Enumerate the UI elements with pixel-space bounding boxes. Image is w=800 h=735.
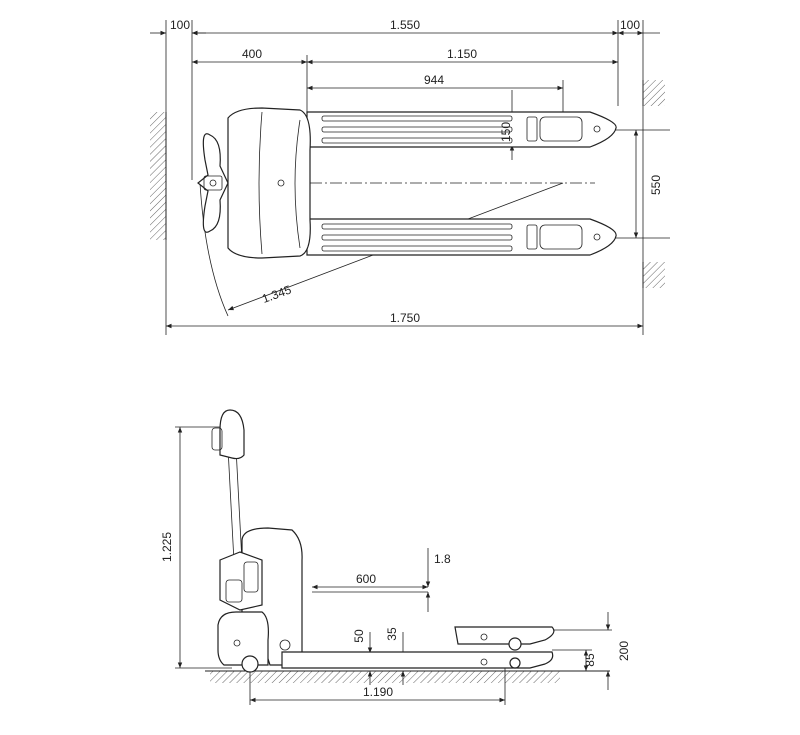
wall-hatch-top-right <box>643 80 665 106</box>
load-roller-raised <box>508 637 522 651</box>
tiller-head <box>219 409 245 460</box>
dim-handle-height: 1.225 <box>160 532 174 562</box>
dim-fork-inner-length: 944 <box>424 73 444 87</box>
dim-lift-stroke: 1.8 <box>434 552 451 566</box>
dim-right-margin: 100 <box>620 18 640 32</box>
fork-lowered <box>281 651 554 669</box>
wall-hatch-left <box>150 112 166 240</box>
ground-hatch <box>210 671 560 683</box>
side-view <box>175 409 612 705</box>
dim-lift-height: 200 <box>617 641 631 661</box>
fork-raised <box>454 626 555 645</box>
dim-wheelbase: 1.190 <box>363 685 393 699</box>
dim-overall-length-top: 1.550 <box>390 18 420 32</box>
drive-unit-side <box>217 611 269 666</box>
wall-hatch-bottom-right <box>643 262 665 288</box>
dim-lowered-height-a: 50 <box>352 629 366 643</box>
dim-fork-outer-width: 550 <box>649 175 663 195</box>
top-view <box>150 20 670 335</box>
dim-fork-length: 1.150 <box>447 47 477 61</box>
dim-left-margin: 100 <box>170 18 190 32</box>
drive-wheel <box>241 655 259 673</box>
dim-load-center: 600 <box>356 572 376 586</box>
truck-body-top <box>227 107 311 259</box>
dim-turning-radius: 1.345 <box>260 282 293 306</box>
handle-top <box>197 133 229 233</box>
dim-fork-spacing-gap: 150 <box>499 122 513 142</box>
load-roller-lowered <box>509 657 521 669</box>
dim-body-length: 400 <box>242 47 262 61</box>
dim-lowered-height-b: 35 <box>385 627 399 641</box>
dim-overall-length: 1.750 <box>390 311 420 325</box>
dim-fork-height: 85 <box>583 653 597 667</box>
